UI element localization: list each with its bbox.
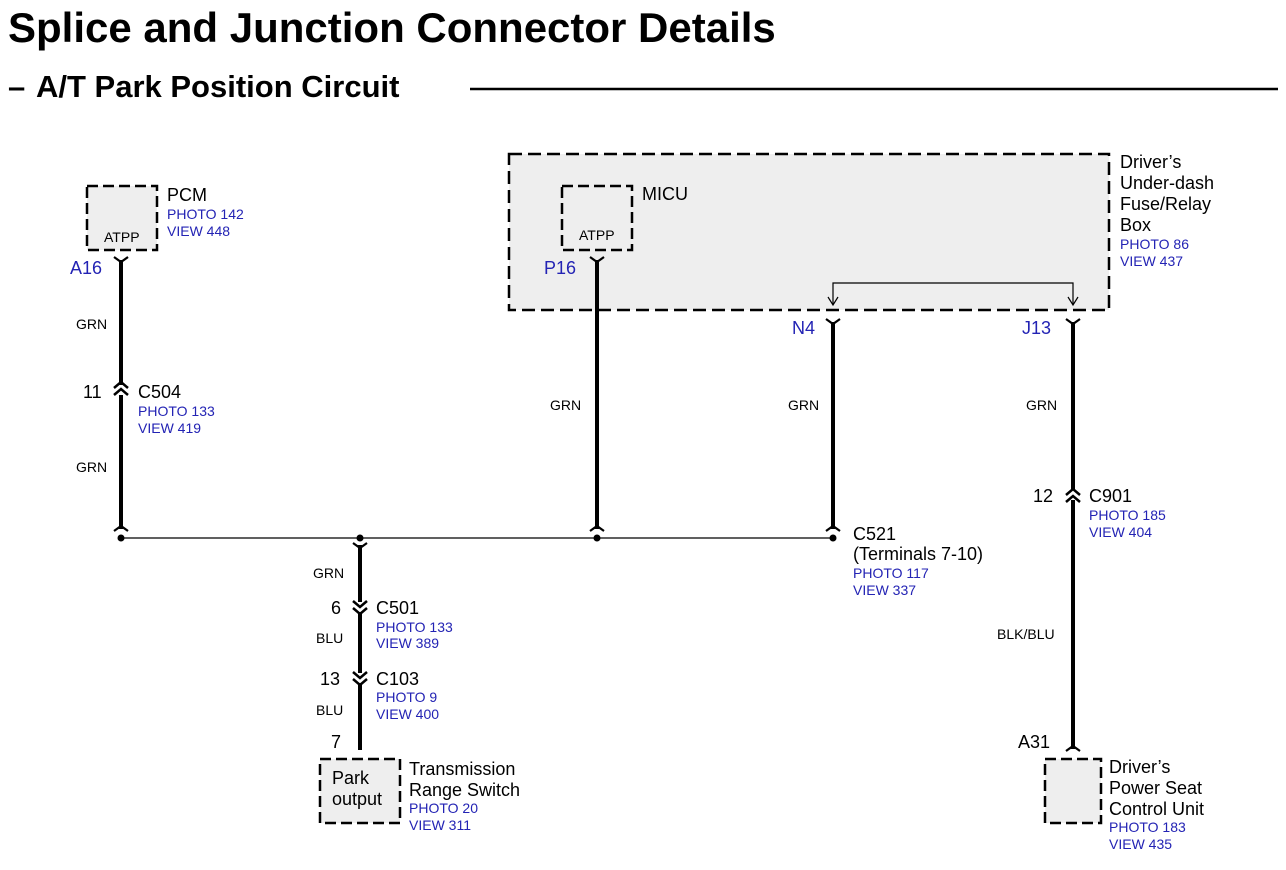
terminal-fork-p16 <box>589 256 605 264</box>
c504-pin-label: 11 <box>83 382 102 402</box>
c901-symbol-bottom <box>1065 494 1081 503</box>
c901-symbol-top <box>1065 487 1081 496</box>
trs-box <box>318 757 402 825</box>
c521-name: C521 <box>853 524 896 544</box>
psc-name-line-1: Driver’s <box>1109 757 1170 777</box>
jumper-arrow-j13 <box>1067 296 1079 307</box>
c103-symbol-bottom <box>352 678 368 687</box>
c103-photo-ref: PHOTO 9 <box>376 689 437 705</box>
c521-dot-2 <box>356 534 364 542</box>
terminal-fork-c521-3 <box>825 524 841 532</box>
pcm-name: PCM <box>167 185 207 205</box>
n4-pin-label: N4 <box>792 318 815 338</box>
c521-photo-ref: PHOTO 117 <box>853 565 929 581</box>
trs-terminal-line-2: output <box>332 789 382 809</box>
psc-name-line-2: Power Seat <box>1109 778 1202 798</box>
c521-dot-1 <box>117 534 125 542</box>
c501-name: C501 <box>376 598 419 618</box>
page-subtitle: A/T Park Position Circuit <box>36 69 399 104</box>
pcm-terminal-label: ATPP <box>104 229 140 245</box>
micu-name: MICU <box>642 184 688 204</box>
c504-symbol-bottom <box>113 387 129 396</box>
c103-pin-label: 13 <box>320 669 340 689</box>
c501-pin-label: 6 <box>331 598 341 618</box>
c103-symbol-top <box>352 671 368 680</box>
c504-view-ref: VIEW 419 <box>138 420 201 436</box>
pcm-view-ref: VIEW 448 <box>167 223 230 239</box>
c521-dot-4 <box>829 534 837 542</box>
subtitle-dash: – <box>8 69 25 104</box>
j13-pin-label: J13 <box>1022 318 1051 338</box>
c901-photo-ref: PHOTO 185 <box>1089 507 1166 523</box>
fuse-box-name-line-2: Under-dash <box>1120 173 1214 193</box>
wire-color-pcm-upper: GRN <box>76 316 107 332</box>
terminal-fork-c521-2 <box>589 524 605 532</box>
c521-view-ref: VIEW 337 <box>853 582 916 598</box>
wire-color-n4: GRN <box>788 397 819 413</box>
fuse-box-name-line-1: Driver’s <box>1120 152 1181 172</box>
wire-color-pcm-lower: GRN <box>76 459 107 475</box>
psc-view-ref: VIEW 435 <box>1109 836 1172 852</box>
jumper-arrow-n4 <box>827 296 839 307</box>
terminal-fork-j13 <box>1065 318 1081 326</box>
pcm-pin-label: A16 <box>70 258 102 278</box>
trs-pin-label: 7 <box>331 732 341 752</box>
wire-color-micu: GRN <box>550 397 581 413</box>
c901-view-ref: VIEW 404 <box>1089 524 1152 540</box>
wire-color-j13: GRN <box>1026 397 1057 413</box>
wire-color-splice-down: GRN <box>313 565 344 581</box>
psc-name-line-3: Control Unit <box>1109 799 1204 819</box>
fuse-box-view-ref: VIEW 437 <box>1120 253 1183 269</box>
fuse-box-name-line-3: Fuse/Relay <box>1120 194 1211 214</box>
micu-box <box>560 184 634 252</box>
wire-color-c103-lower: BLU <box>316 702 343 718</box>
trs-photo-ref: PHOTO 20 <box>409 800 478 816</box>
wire-color-c901-lower: BLK/BLU <box>997 626 1055 642</box>
terminal-fork-c521-1 <box>113 524 129 532</box>
c501-view-ref: VIEW 389 <box>376 635 439 651</box>
c901-pin-label: 12 <box>1033 486 1053 506</box>
c504-name: C504 <box>138 382 181 402</box>
c521-dot-3 <box>593 534 601 542</box>
micu-pin-label: P16 <box>544 258 576 278</box>
trs-name-line-1: Transmission <box>409 759 515 779</box>
micu-terminal-label: ATPP <box>579 227 615 243</box>
internal-jumper <box>832 282 1074 304</box>
c501-symbol-top <box>352 600 368 609</box>
psc-pin-label: A31 <box>1018 732 1050 752</box>
wire-color-c501-lower: BLU <box>316 630 343 646</box>
trs-terminal-line-1: Park <box>332 768 370 788</box>
terminal-fork-a16 <box>113 256 129 264</box>
c504-photo-ref: PHOTO 133 <box>138 403 215 419</box>
trs-name-line-2: Range Switch <box>409 780 520 800</box>
page-title: Splice and Junction Connector Details <box>8 4 776 51</box>
terminal-fork-n4 <box>825 318 841 326</box>
c103-name: C103 <box>376 669 419 689</box>
fuse-box-photo-ref: PHOTO 86 <box>1120 236 1189 252</box>
terminal-fork-a31 <box>1065 744 1081 752</box>
psc-photo-ref: PHOTO 183 <box>1109 819 1186 835</box>
c103-view-ref: VIEW 400 <box>376 706 439 722</box>
c501-photo-ref: PHOTO 133 <box>376 619 453 635</box>
c521-detail: (Terminals 7-10) <box>853 544 983 564</box>
psc-box <box>1043 757 1103 825</box>
pcm-box <box>85 184 159 252</box>
c504-symbol-top <box>113 380 129 389</box>
trs-view-ref: VIEW 311 <box>409 817 471 833</box>
fuse-box-name-line-4: Box <box>1120 215 1151 235</box>
c901-name: C901 <box>1089 486 1132 506</box>
terminal-fork-c521-4 <box>352 542 368 550</box>
pcm-photo-ref: PHOTO 142 <box>167 206 244 222</box>
c501-symbol-bottom <box>352 607 368 616</box>
